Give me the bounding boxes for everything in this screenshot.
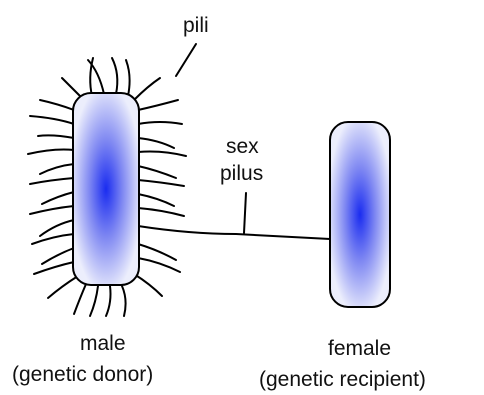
- sex-pilus-pointer: [244, 193, 246, 233]
- pilus-line: [138, 258, 180, 272]
- pilus-line: [134, 78, 160, 100]
- female-label: female: [328, 337, 391, 360]
- sex-pilus-label-line1: sex: [226, 135, 259, 158]
- pilus-line: [30, 116, 74, 124]
- pilus-line: [112, 58, 117, 94]
- female-role-label: (genetic recipient): [259, 368, 426, 391]
- pilus-line: [138, 208, 184, 216]
- pilus-line: [138, 138, 174, 148]
- pilus-line: [138, 100, 178, 110]
- sex-pilus-label-line2: pilus: [220, 162, 263, 185]
- pilus-line: [138, 194, 174, 206]
- pilus-line: [34, 262, 74, 274]
- pilus-line: [30, 178, 74, 184]
- pilus-line: [138, 180, 184, 186]
- pilus-line: [122, 286, 126, 316]
- pilus-line: [48, 276, 78, 298]
- female-cell: [330, 122, 390, 307]
- pilus-line: [138, 122, 182, 124]
- pili-pointer: [176, 44, 196, 76]
- pili-label: pili: [183, 14, 209, 37]
- pilus-line: [138, 166, 176, 178]
- male-role-label: (genetic donor): [12, 363, 153, 386]
- pilus-line: [138, 152, 186, 157]
- pilus-line: [138, 244, 176, 260]
- sex-pilus-line: [138, 226, 330, 239]
- pilus-line: [40, 164, 74, 174]
- pilus-line: [28, 150, 74, 155]
- pilus-line: [32, 234, 74, 244]
- pilus-line: [74, 284, 86, 314]
- pilus-line: [42, 248, 74, 264]
- pilus-line: [134, 274, 162, 296]
- male-label: male: [80, 332, 126, 355]
- pilus-line: [106, 286, 111, 316]
- pilus-line: [38, 135, 74, 138]
- pilus-line: [30, 206, 74, 214]
- pilus-line: [126, 60, 130, 96]
- male-cell: [73, 93, 139, 285]
- pilus-line: [42, 192, 74, 204]
- pilus-line: [90, 286, 98, 316]
- pilus-line: [40, 100, 74, 110]
